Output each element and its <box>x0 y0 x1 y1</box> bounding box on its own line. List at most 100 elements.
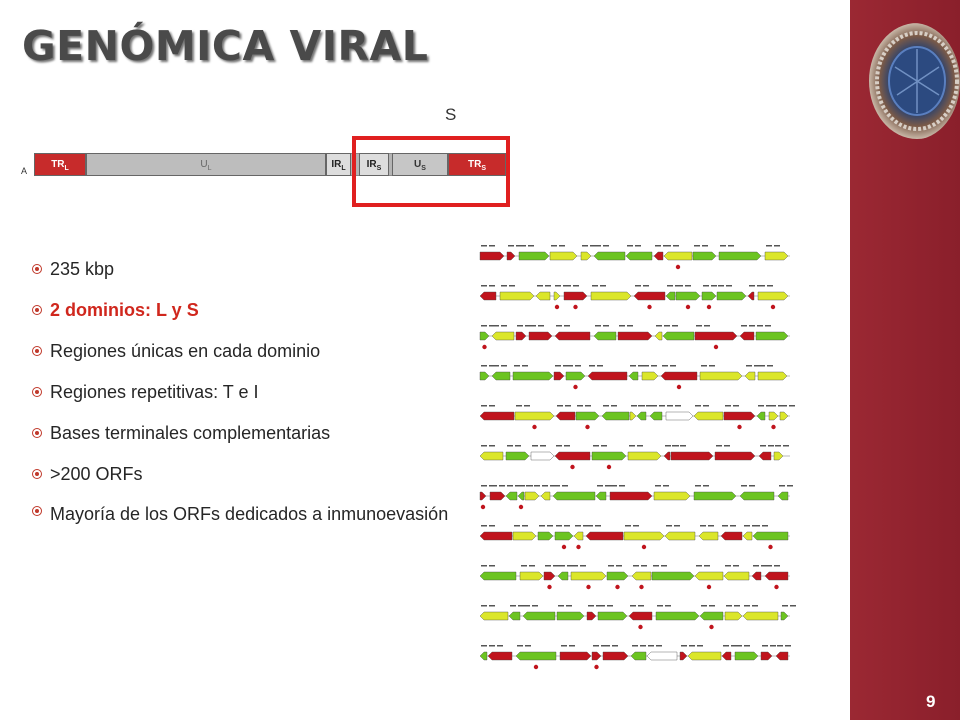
mirna-marker <box>676 384 682 390</box>
orf-arrow <box>694 571 724 581</box>
orf-arrow <box>752 531 789 541</box>
orf-label-mark <box>555 365 561 367</box>
orf-arrow <box>609 491 653 501</box>
slide-title: GENÓMICA VIRAL <box>22 22 429 70</box>
orf-label-mark <box>481 245 487 247</box>
bullet-icon <box>32 264 42 274</box>
orf-label-mark <box>603 405 609 407</box>
orf-label-mark <box>733 405 739 407</box>
orf-label-mark <box>741 485 747 487</box>
orf-label-mark <box>633 565 639 567</box>
orf-label-mark <box>665 605 671 607</box>
orf-label-mark <box>768 445 774 447</box>
orf-label-mark <box>529 565 535 567</box>
orf-label-mark <box>703 405 709 407</box>
orf-label-mark <box>616 565 622 567</box>
orf-arrow <box>777 491 789 501</box>
orf-arrow <box>663 251 693 261</box>
orf-label-mark <box>489 365 495 367</box>
orf-label-mark <box>646 405 652 407</box>
mirna-marker <box>576 544 581 550</box>
orf-label-mark <box>509 285 515 287</box>
orf-arrow <box>631 571 652 581</box>
orf-arrow <box>663 451 671 461</box>
mirna-marker <box>706 304 712 310</box>
orf-arrow <box>554 531 574 541</box>
orf-label-mark <box>556 525 562 527</box>
orf-arrow <box>549 251 578 261</box>
orf-label-mark <box>599 605 605 607</box>
orf-label-mark <box>559 565 565 567</box>
orf-label-mark <box>542 485 548 487</box>
orf-label-mark <box>728 245 734 247</box>
orf-arrow <box>505 491 518 501</box>
orf-label-mark <box>765 325 771 327</box>
orf-label-mark <box>753 565 759 567</box>
bullet-icon <box>32 428 42 438</box>
orf-arrow <box>739 491 775 501</box>
mirna-marker <box>561 544 567 550</box>
orf-label-mark <box>573 285 579 287</box>
orf-label-mark <box>612 645 618 647</box>
orf-label-mark <box>664 325 670 327</box>
orf-arrow <box>565 371 586 381</box>
orf-arrow <box>479 611 509 621</box>
orf-label-mark <box>670 365 676 367</box>
orf-label-mark <box>762 645 768 647</box>
a-terminal-label: A <box>21 166 28 176</box>
orf-label-mark <box>689 645 695 647</box>
orf-label-mark <box>481 285 487 287</box>
orf-arrow <box>602 651 629 661</box>
orf-arrow <box>687 651 722 661</box>
orf-label-mark <box>537 285 543 287</box>
orf-arrow <box>636 411 647 421</box>
orf-label-mark <box>760 445 766 447</box>
orf-arrow <box>479 331 490 341</box>
orf-label-mark <box>603 245 609 247</box>
orf-label-mark <box>525 645 531 647</box>
orf-arrow <box>739 331 755 341</box>
orf-label-mark <box>562 485 568 487</box>
orf-arrow <box>773 451 784 461</box>
orf-arrow <box>660 371 698 381</box>
orf-label-mark <box>700 525 706 527</box>
orf-label-mark <box>514 525 520 527</box>
orf-arrow <box>591 451 627 461</box>
orf-label-mark <box>701 605 707 607</box>
orf-label-mark <box>625 525 631 527</box>
orf-label-mark <box>667 285 673 287</box>
orf-label-mark <box>604 645 610 647</box>
orf-label-mark <box>673 245 679 247</box>
orf-label-mark <box>597 365 603 367</box>
orf-arrow <box>590 291 632 301</box>
orf-arrow <box>646 651 678 661</box>
orf-label-mark <box>507 485 513 487</box>
orf-arrow <box>693 411 724 421</box>
page-number: 9 <box>926 692 936 711</box>
orf-label-mark <box>545 285 551 287</box>
orf-arrow <box>479 491 487 501</box>
orf-arrow <box>517 491 525 501</box>
orf-label-mark <box>499 485 505 487</box>
orf-arrow <box>653 251 664 261</box>
orf-label-mark <box>501 365 507 367</box>
orf-arrow <box>751 571 762 581</box>
mirna-marker <box>547 584 552 590</box>
orf-arrow <box>570 571 607 581</box>
orf-label-mark <box>656 645 662 647</box>
orf-label-mark <box>567 365 573 367</box>
mirna-marker <box>615 584 620 590</box>
orf-label-mark <box>592 285 598 287</box>
orf-label-mark <box>481 365 487 367</box>
orf-label-mark <box>754 365 760 367</box>
orf-label-mark <box>758 405 764 407</box>
segment-us: US <box>392 153 448 176</box>
orf-label-mark <box>565 285 571 287</box>
orf-label-mark <box>637 445 643 447</box>
orf-label-mark <box>695 405 701 407</box>
orf-label-mark <box>556 325 562 327</box>
orf-label-mark <box>481 405 487 407</box>
orf-label-mark <box>663 485 669 487</box>
orf-arrow <box>601 411 630 421</box>
orf-arrow <box>757 371 788 381</box>
